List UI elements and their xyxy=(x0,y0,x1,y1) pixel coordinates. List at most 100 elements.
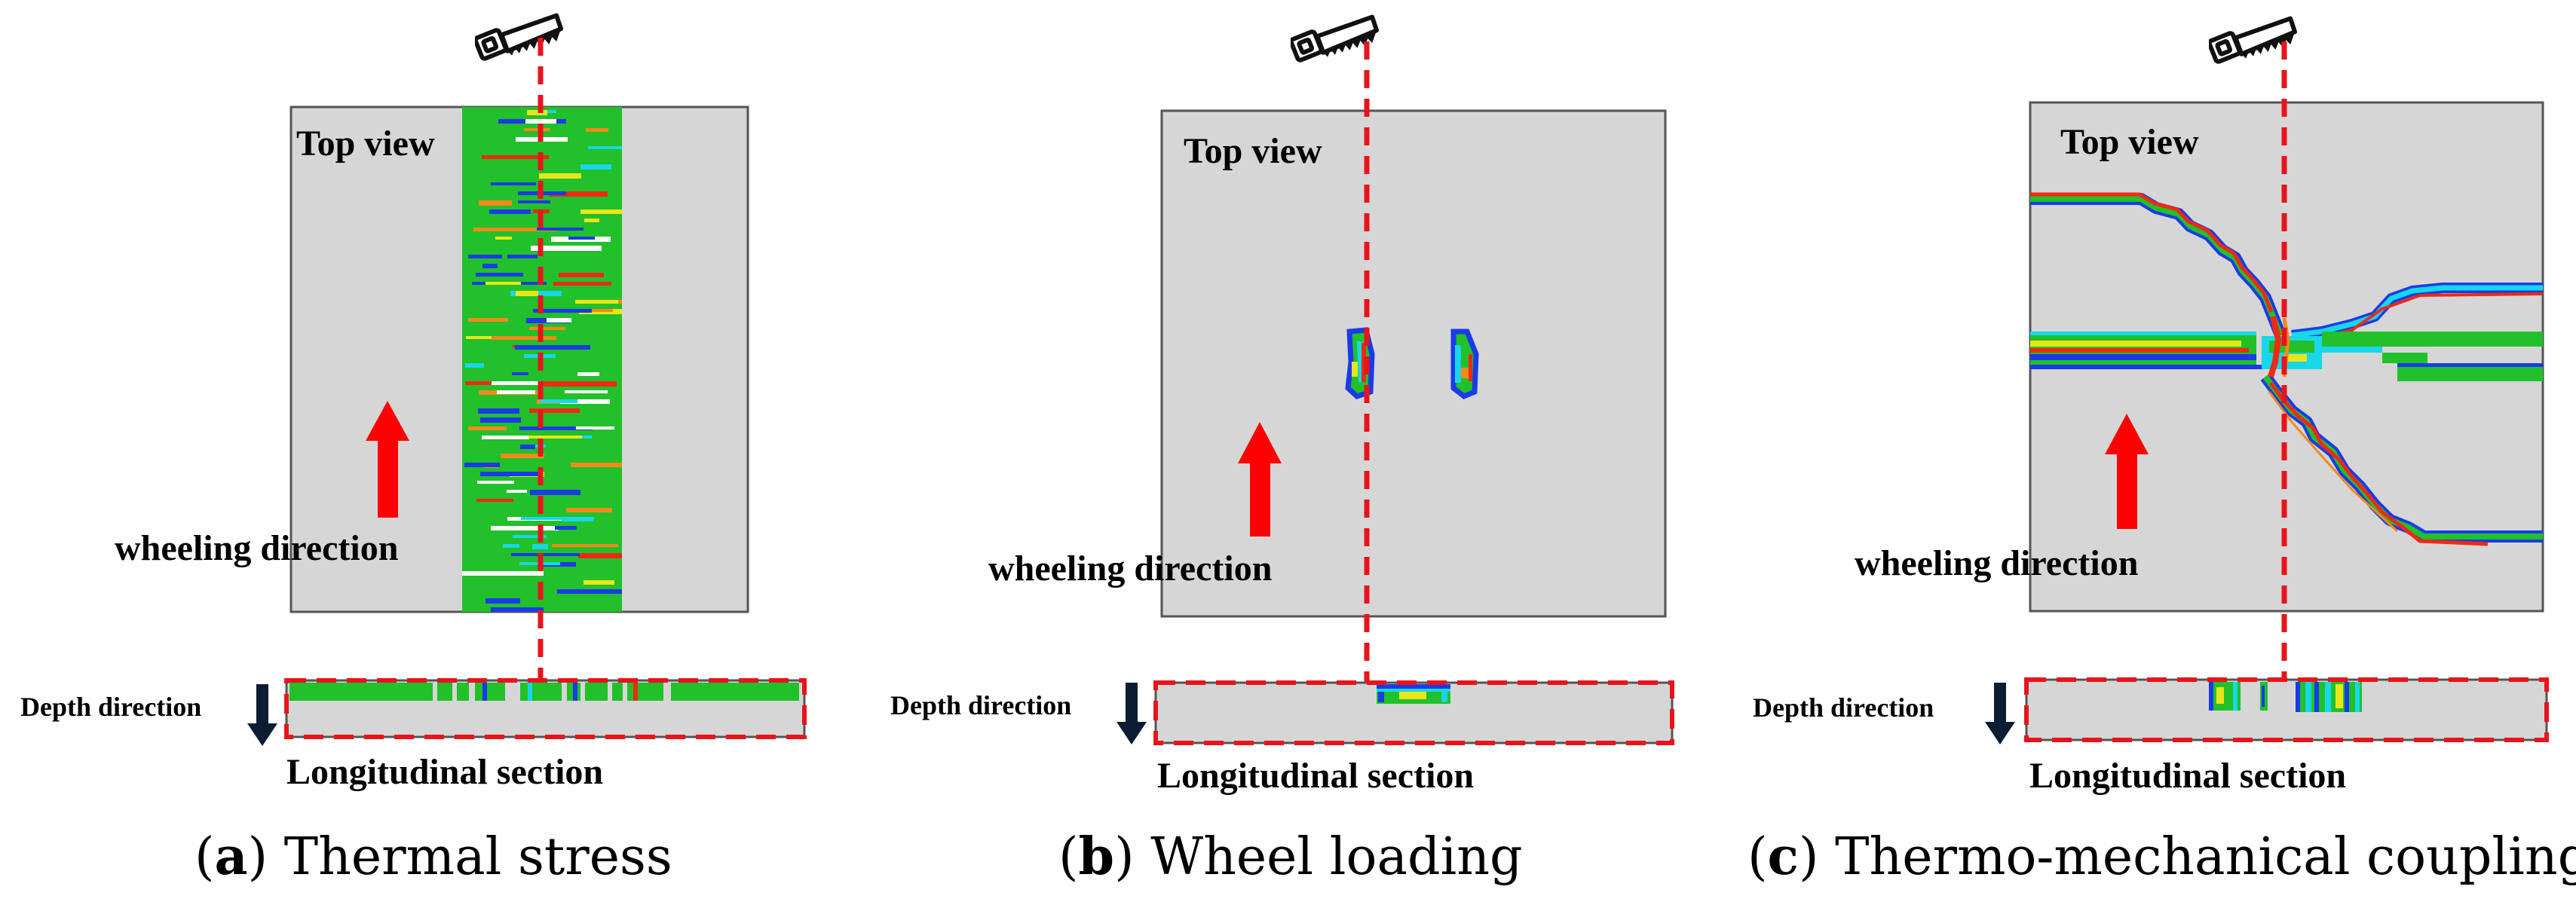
section-damage xyxy=(2209,682,2362,712)
crack-stripe xyxy=(462,571,544,576)
section-damage-accent xyxy=(528,683,532,701)
crack-stripe xyxy=(588,146,622,149)
crack-stripe xyxy=(513,535,547,538)
crack-stripe xyxy=(533,309,592,313)
crack-stripe xyxy=(566,508,612,512)
crack-stripe xyxy=(466,336,507,339)
crack-stripe xyxy=(576,426,614,429)
crack-stripe xyxy=(553,282,611,286)
crack-stripe xyxy=(478,408,519,414)
section-damage-segment xyxy=(437,683,452,701)
crack-stripe xyxy=(578,553,622,558)
crack-stripe xyxy=(507,255,538,258)
caption-text: Thermal stress xyxy=(268,827,672,887)
section-damage-segment xyxy=(475,683,505,701)
depth-arrow-icon xyxy=(247,684,277,746)
crack-stripe xyxy=(584,219,599,222)
section-damage-segment xyxy=(520,683,562,701)
caption: (a) Thermal stress xyxy=(195,827,672,887)
section-damage-accent xyxy=(573,683,577,701)
crack-stripe xyxy=(515,345,590,350)
crack-stripe xyxy=(468,426,507,430)
crack-stripe xyxy=(464,463,500,467)
crack-stripe xyxy=(555,526,577,530)
crack-stripe xyxy=(480,472,541,476)
crack-stripe xyxy=(485,598,520,604)
caption-text: Thermo-mechanical coupling xyxy=(1818,827,2576,887)
wheeling-arrow-icon xyxy=(366,401,409,518)
crack-stripe xyxy=(476,273,523,277)
crack-stripe xyxy=(540,399,577,403)
crack-stripe xyxy=(575,300,618,304)
crack-stripe xyxy=(568,237,595,240)
section-cut-frame xyxy=(284,678,807,739)
crack-stripe xyxy=(468,318,508,322)
depth-arrow-icon xyxy=(1985,683,2015,744)
wheeling-direction-label: wheeling direction xyxy=(988,549,1272,588)
crack-stripe xyxy=(525,119,556,124)
panel-a: Top view wheeling direction Depth direct… xyxy=(20,16,807,887)
wheeling-direction-label: wheeling direction xyxy=(115,528,398,568)
section-plate xyxy=(2025,678,2548,741)
section-damage-segment xyxy=(612,683,623,701)
crack-stripe xyxy=(468,255,502,258)
crack-stripe xyxy=(524,128,550,131)
crack-stripe xyxy=(531,246,602,251)
depth-direction-label: Depth direction xyxy=(1753,692,1934,723)
crack-stripe xyxy=(542,381,617,387)
crack-stripe xyxy=(537,228,584,231)
section-label: Longitudinal section xyxy=(286,752,603,792)
crack-stripe xyxy=(527,110,547,115)
caption-letter: c xyxy=(1768,827,1799,887)
crack-stripe xyxy=(465,381,516,385)
panel-c: Top view wheeling direction Depth direct xyxy=(1747,19,2576,887)
panel-b: Top view wheeling direction xyxy=(890,17,1674,887)
crack-stripe xyxy=(520,445,535,449)
crack-stripe xyxy=(565,390,608,393)
crack-stripe xyxy=(495,237,512,240)
wheeling-arrow-icon xyxy=(2105,414,2149,529)
crack-stripe xyxy=(532,544,548,549)
top-view-label: Top view xyxy=(296,124,435,164)
section-damage-segment xyxy=(289,683,433,701)
crack-stripe xyxy=(519,426,593,430)
section-damage xyxy=(1377,684,1450,704)
crack-stripe xyxy=(552,544,618,547)
crack-stripe xyxy=(492,336,556,340)
crack-stripe xyxy=(480,417,521,423)
crack-stripe xyxy=(465,363,484,368)
section-damage-accent xyxy=(633,683,638,701)
saw-icon xyxy=(475,16,561,60)
section-cut-frame xyxy=(2024,677,2549,742)
wheeling-arrow-icon xyxy=(1238,422,1282,536)
crack-stripe xyxy=(580,164,611,170)
crack-stripe xyxy=(501,454,544,458)
caption-letter: a xyxy=(215,827,248,887)
crack-stripe xyxy=(547,318,571,322)
crack-stripe xyxy=(511,553,580,556)
crack-stripe xyxy=(530,490,580,495)
crack-stripe xyxy=(491,182,536,185)
caption-letter: b xyxy=(1079,827,1115,887)
crack-stripe xyxy=(539,173,581,179)
top-view-label: Top view xyxy=(2060,122,2199,162)
crack-stripe xyxy=(529,327,565,330)
section-damage-segment xyxy=(671,683,799,701)
crack-stripe xyxy=(528,436,582,439)
section-cut-frame xyxy=(1153,680,1674,745)
crack-stripe xyxy=(580,209,622,214)
wheeling-direction-label: wheeling direction xyxy=(1855,543,2138,583)
crack-stripe xyxy=(516,291,538,296)
crack-stripe xyxy=(479,200,512,206)
crack-stripe xyxy=(482,436,529,439)
crack-stripe xyxy=(492,381,556,385)
crack-stripe xyxy=(549,191,608,197)
crack-stripe xyxy=(503,544,519,548)
section-damage-segment xyxy=(585,683,608,701)
section-damage xyxy=(289,683,799,701)
crack-stripe xyxy=(482,155,549,159)
crack-stripe xyxy=(476,499,513,502)
crack-stripe xyxy=(518,200,550,203)
crack-stripe xyxy=(477,481,514,484)
